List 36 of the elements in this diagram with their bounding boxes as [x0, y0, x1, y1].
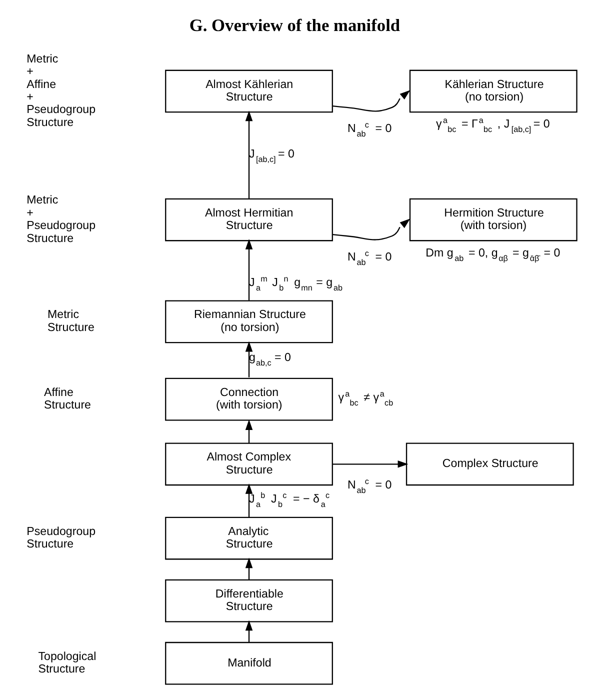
edge-label: N$_{ab}$$^{c}$ = 0	[347, 476, 392, 495]
node-box: Differentiable Structure	[165, 579, 333, 622]
label: Pseudogroup Structure	[26, 526, 96, 551]
node-box: Connection (with torsion)	[165, 378, 333, 421]
node-box: Almost Kählerian Structure	[165, 70, 333, 113]
edge-label: N$_{ab}$$^{c}$ = 0	[347, 248, 392, 267]
arrow	[332, 90, 410, 112]
node-box: Riemannian Structure (no torsion)	[165, 300, 333, 344]
arrow	[245, 341, 253, 378]
node-box: Almost Hermitian Structure	[165, 198, 333, 242]
node-label: Dm g$_{ab}$ = 0, g$_{αβ}$ = g$_{ᾱβ̄}$ = 0	[426, 247, 560, 263]
node-label: γ$^{a}$$_{bc}$ = Γ$^{a}$$_{bc}$ , J$_{[ab,c]}$ = 0	[436, 116, 550, 134]
arrow	[332, 460, 408, 468]
node-box: Manifold	[165, 642, 333, 685]
edge-label: g$_{ab,c}$ = 0	[249, 352, 291, 368]
label: Metric Structure	[47, 309, 94, 334]
diagram-title: G. Overview of the manifold	[189, 16, 400, 36]
edge-label: J$_{[ab,c]}$ = 0	[249, 148, 294, 164]
arrow	[245, 558, 253, 580]
arrow	[332, 218, 410, 240]
arrow	[245, 110, 253, 199]
node-box: Analytic Structure	[165, 516, 333, 560]
label: Affine Structure	[44, 386, 92, 412]
arrow	[245, 483, 253, 518]
label: Topological Structure	[38, 650, 96, 676]
node-box: Almost Complex Structure	[165, 442, 333, 486]
arrow	[245, 238, 253, 300]
node-box: Kählerian Structure (no torsion)	[409, 70, 578, 113]
arrow	[245, 420, 253, 444]
edge-label: N$_{ab}$$^{c}$ = 0	[347, 120, 392, 138]
edge-label: J$_{a}$$^{m}$ J$_{b}$$^{n}$ g$_{mn}$ = g$_{ab}$	[249, 274, 343, 292]
node-box: Hermition Structure (with torsion)	[409, 198, 578, 242]
arrow	[245, 620, 253, 642]
label: Metric + Affine + Pseudogroup Structure	[26, 53, 96, 129]
label: Metric + Pseudogroup Structure	[26, 194, 96, 245]
node-box: Complex Structure	[406, 442, 574, 486]
